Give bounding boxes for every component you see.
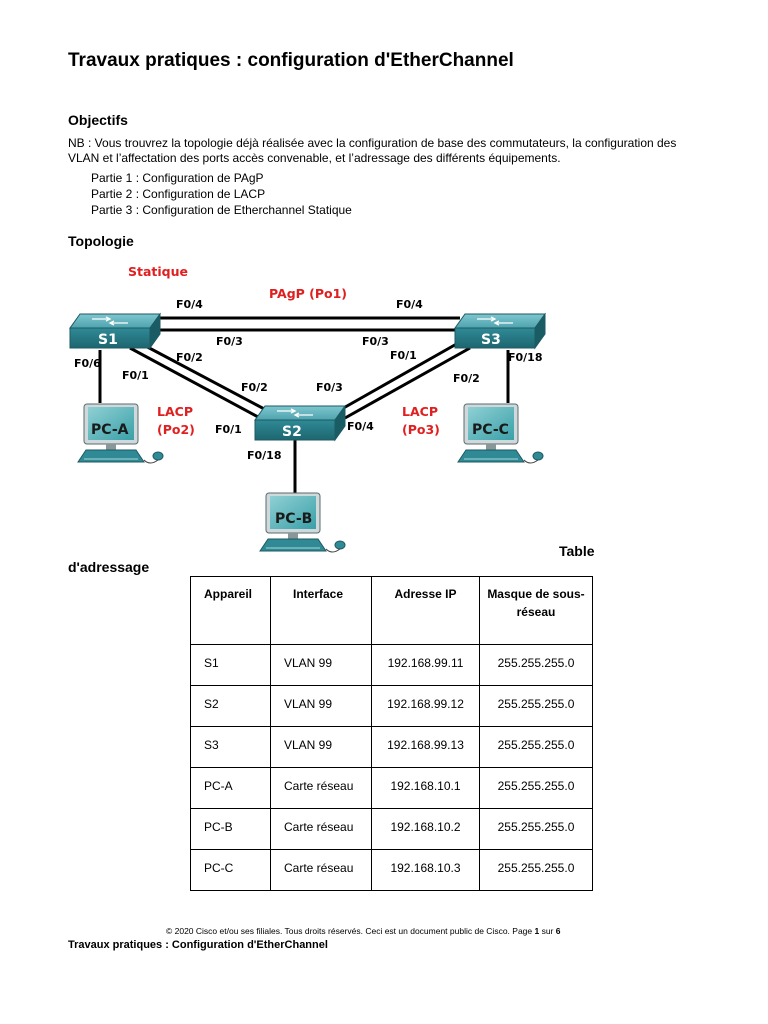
lacp-po2-label-2: (Po2) [157, 422, 195, 437]
lacp-po2-label-1: LACP [157, 404, 193, 419]
objective-part-2: Partie 2 : Configuration de LACP [91, 187, 266, 201]
port-label: F0/4 [347, 420, 374, 433]
lacp-po3-label-1: LACP [402, 404, 438, 419]
links [98, 316, 510, 496]
cell-ip: 192.168.99.11 [371, 644, 480, 686]
table-row: S3 VLAN 99 192.168.99.13 255.255.255.0 [190, 726, 593, 768]
port-label: F0/1 [390, 349, 417, 362]
port-label: F0/4 [396, 298, 423, 311]
statique-label: Statique [128, 264, 188, 279]
table-row: PC-C Carte réseau 192.168.10.3 255.255.2… [190, 849, 593, 891]
lacp-po3-label-2: (Po3) [402, 422, 440, 437]
objective-part-1: Partie 1 : Configuration de PAgP [91, 171, 264, 185]
port-label: F0/18 [247, 449, 282, 462]
table-heading-part2: d'adressage [68, 559, 150, 575]
cell-device: PC-C [190, 849, 271, 891]
cell-interface: VLAN 99 [270, 644, 372, 686]
port-label: F0/18 [508, 351, 543, 364]
port-label: F0/2 [241, 381, 268, 394]
cell-device: S2 [190, 685, 271, 727]
table-row: S2 VLAN 99 192.168.99.12 255.255.255.0 [190, 685, 593, 727]
cell-device: PC-B [190, 808, 271, 850]
cell-mask: 255.255.255.0 [479, 849, 593, 891]
port-label: F0/1 [215, 423, 242, 436]
cell-interface: Carte réseau [270, 849, 372, 891]
cell-device: S1 [190, 644, 271, 686]
footer-running-title: Travaux pratiques : Configuration d'Ethe… [68, 939, 328, 951]
topology-diagram: S1 S3 S2 PC-A PC-C PC-B Statique PAgP (P… [69, 264, 546, 553]
topology-heading: Topologie [68, 233, 134, 249]
cell-interface: Carte réseau [270, 767, 372, 809]
port-label: F0/1 [122, 369, 149, 382]
page-title: Travaux pratiques : configuration d'Ethe… [68, 50, 514, 71]
cell-ip: 192.168.99.13 [371, 726, 480, 768]
cell-interface: VLAN 99 [270, 726, 372, 768]
cell-ip: 192.168.10.2 [371, 808, 480, 850]
port-label: F0/3 [316, 381, 343, 394]
cell-mask: 255.255.255.0 [479, 767, 593, 809]
port-label: F0/2 [453, 372, 480, 385]
cell-device: PC-A [190, 767, 271, 809]
cell-mask: 255.255.255.0 [479, 685, 593, 727]
footer-page-total: 6 [555, 926, 561, 936]
cell-mask: 255.255.255.0 [479, 808, 593, 850]
port-label: F0/6 [74, 357, 101, 370]
s3-label: S3 [481, 332, 501, 348]
footer-page-sep: sur [539, 926, 556, 936]
s2-label: S2 [282, 424, 302, 440]
s1-label: S1 [98, 332, 118, 348]
header-interface: Interface [270, 576, 372, 645]
table-row: PC-B Carte réseau 192.168.10.2 255.255.2… [190, 808, 593, 850]
header-mask: Masque de sous-réseau [479, 576, 593, 645]
port-label: F0/4 [176, 298, 203, 311]
cell-mask: 255.255.255.0 [479, 644, 593, 686]
pc-a-label: PC-A [91, 422, 129, 438]
pagp-label: PAgP (Po1) [269, 286, 347, 301]
addressing-table: Appareil Interface Adresse IP Masque de … [190, 576, 593, 891]
pc-b-label: PC-B [275, 511, 312, 527]
table-heading-part1: Table [559, 543, 595, 559]
table-row: PC-A Carte réseau 192.168.10.1 255.255.2… [190, 767, 593, 809]
footer-page-number: 1 [534, 926, 540, 936]
cell-mask: 255.255.255.0 [479, 726, 593, 768]
cell-ip: 192.168.10.1 [371, 767, 480, 809]
footer-copyright: © 2020 Cisco et/ou ses filiales. Tous dr… [166, 926, 560, 936]
cell-interface: Carte réseau [270, 808, 372, 850]
port-label: F0/2 [176, 351, 203, 364]
objectives-note: NB : Vous trouvrez la topologie déjà réa… [68, 136, 677, 165]
pc-c-label: PC-C [472, 422, 509, 438]
cell-device: S3 [190, 726, 271, 768]
header-ip: Adresse IP [371, 576, 480, 645]
cell-interface: VLAN 99 [270, 685, 372, 727]
header-appareil: Appareil [190, 576, 271, 645]
cell-ip: 192.168.10.3 [371, 849, 480, 891]
port-label: F0/3 [362, 335, 389, 348]
port-label: F0/3 [216, 335, 243, 348]
footer-copyright-text: © 2020 Cisco et/ou ses filiales. Tous dr… [166, 926, 535, 936]
table-header-row: Appareil Interface Adresse IP Masque de … [190, 576, 593, 645]
objectives-heading: Objectifs [68, 112, 128, 128]
cell-ip: 192.168.99.12 [371, 685, 480, 727]
table-row: S1 VLAN 99 192.168.99.11 255.255.255.0 [190, 644, 593, 686]
objective-part-3: Partie 3 : Configuration de Etherchannel… [91, 203, 352, 217]
